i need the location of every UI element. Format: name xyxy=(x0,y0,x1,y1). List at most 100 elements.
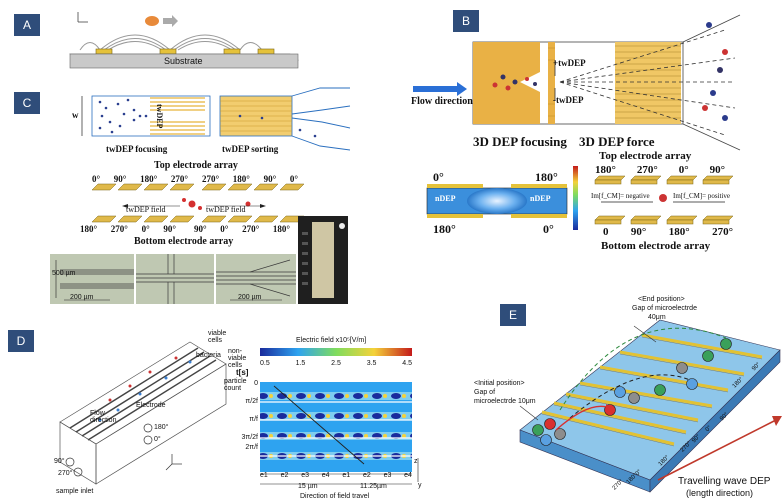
c-bot-left-3: 90° xyxy=(163,224,176,234)
c-top-left-1: 90° xyxy=(113,174,127,184)
c-bottom-phases-left: 180° 270° 0° 90° xyxy=(80,224,176,234)
particle-icon xyxy=(145,16,159,26)
c-top-right-0: 270° xyxy=(202,174,220,184)
plus-twdep-label: +twDEP xyxy=(553,58,586,68)
nonviable-label: non-viable cells xyxy=(228,348,247,369)
scale-200b: 200 µm xyxy=(238,294,262,301)
c-top-left-2: 180° xyxy=(140,174,158,184)
viable-label: viable cells xyxy=(208,330,227,344)
cb-tick-3: 3.5 xyxy=(366,360,377,367)
phase-tl: 0° xyxy=(433,170,444,184)
d-axis-z: z xyxy=(414,458,418,465)
phase-br: 0° xyxy=(543,222,554,236)
sorting-label: twDEP sorting xyxy=(222,144,279,154)
panel-a-badge: A xyxy=(14,14,40,36)
c-top-left-0: 0° xyxy=(92,174,101,184)
bottom-phase-2: 180° xyxy=(668,226,690,238)
top-phase-3: 90° xyxy=(709,164,725,176)
sample-inlet-label: sample inlet xyxy=(56,488,94,495)
panel-d-badge: D xyxy=(8,330,34,352)
force-title: 3D DEP force xyxy=(579,134,655,149)
c-bot-right-3: 180° xyxy=(272,224,290,234)
w-label: w xyxy=(72,110,79,120)
flow-label: Flow direction xyxy=(90,410,117,424)
panel-d: D viable cells bacteria non-viable cells… xyxy=(0,322,430,502)
top-phase-0: 180° xyxy=(595,164,616,176)
e-7: e4 xyxy=(404,472,412,479)
im-positive-label: Im[f_CM]= positive xyxy=(673,192,731,200)
c-top-phases-right: 270° 180° 90° 0° xyxy=(202,174,298,184)
minus-twdep-label: -twDEP xyxy=(553,95,584,105)
dim-1125: 11.25µm xyxy=(360,483,387,490)
t-axis-label: t[s] xyxy=(236,368,249,377)
c-bot-right-0: 90° xyxy=(194,224,207,234)
ph180-label: 180° xyxy=(154,424,169,431)
electrode-label: Electrode xyxy=(136,402,166,409)
panel-e: E xyxy=(460,280,783,502)
c-field-left: twDEP field xyxy=(126,205,166,214)
e-0: e1 xyxy=(260,472,268,479)
cb-tick-2: 2.5 xyxy=(331,360,341,367)
electrode-labels: e1 e2 e3 e4 e1 e2 e3 e4 xyxy=(260,472,412,479)
colorbar-title: Electric field x10⁵[V/m] xyxy=(296,337,367,344)
phase-bl: 180° xyxy=(433,222,456,236)
cb-tick-4: 4.5 xyxy=(402,360,412,367)
c-top-right-1: 180° xyxy=(232,174,250,184)
c-top-phases-left: 0° 90° 180° 270° xyxy=(92,174,188,184)
c-bottom-array-label: Bottom electrode array xyxy=(134,236,234,247)
top-phase-2: 0° xyxy=(678,164,689,176)
c-top-right-3: 0° xyxy=(289,174,298,184)
gap-end-label: Gap of microelectrde xyxy=(632,305,697,312)
arrow-icon xyxy=(163,15,178,27)
scale-500: 500 µm xyxy=(52,270,76,277)
focusing-label: twDEP focusing xyxy=(106,144,168,154)
phase-tr: 180° xyxy=(535,170,558,184)
ph0-label: 0° xyxy=(154,436,161,443)
scale-200a: 200 µm xyxy=(70,294,94,301)
panel-a: A Substrate xyxy=(0,0,300,90)
bottom-phase-3: 270° xyxy=(712,226,733,238)
c-bot-right-2: 270° xyxy=(242,224,260,234)
direction-label: Direction of field travel xyxy=(300,493,370,500)
e-6: e3 xyxy=(383,472,392,479)
panel-a-diagram xyxy=(69,12,299,69)
t-tick-0: 0 xyxy=(254,380,258,387)
c-micrograph xyxy=(50,216,348,304)
travelling-label: Travelling wave DEP xyxy=(678,476,771,487)
im-negative-label: Im[f_CM]= negative xyxy=(591,192,650,200)
length-dir-label: (length direction) xyxy=(686,488,754,498)
bottom-phases: 0 90° 180° 270° xyxy=(603,226,733,238)
ndep-right-label: nDEP xyxy=(530,194,551,203)
t-tick-3: 3π/2f xyxy=(241,434,258,441)
e-1: e2 xyxy=(280,472,289,479)
c-bottom-phases-right: 90° 0° 270° 180° xyxy=(194,224,290,234)
panel-b-channel xyxy=(413,14,741,151)
t-tick-1: π/2f xyxy=(245,398,258,405)
dim-15: 15 µm xyxy=(298,483,318,490)
ph270-label: 270° xyxy=(58,470,73,477)
t-ticks: 0 π/2f π/f 3π/2f 2π/f xyxy=(232,380,258,480)
c-top-right-2: 90° xyxy=(263,174,277,184)
flow-direction-label: Flow direction xyxy=(411,96,473,107)
substrate-label: Substrate xyxy=(164,56,203,66)
d-heatmap xyxy=(260,348,419,485)
bottom-phase-0: 0 xyxy=(603,226,609,238)
c-bot-left-1: 270° xyxy=(110,224,128,234)
initial-position-label: <Initial position> xyxy=(474,380,525,387)
c-electrode-rods xyxy=(91,183,305,223)
gap-init-value: microelectrde 10μm xyxy=(474,398,536,405)
b-electrode-rods xyxy=(594,175,734,225)
panel-c-channel xyxy=(81,87,351,151)
gap-end-value: 40μm xyxy=(648,314,666,321)
e-device xyxy=(519,319,782,493)
c-bot-left-2: 0° xyxy=(141,224,150,234)
e-2: e3 xyxy=(301,472,309,479)
d-axis-y: y xyxy=(418,482,422,489)
twdep-vertical-label: twDEP xyxy=(155,104,164,129)
ndep-left-label: nDEP xyxy=(435,194,456,203)
c-bot-right-1: 0° xyxy=(220,224,229,234)
bottom-array-label: Bottom electrode array xyxy=(601,240,711,252)
top-array-label: Top electrode array xyxy=(599,150,692,162)
c-top-array-label: Top electrode array xyxy=(154,160,238,171)
e-4: e1 xyxy=(342,472,351,479)
